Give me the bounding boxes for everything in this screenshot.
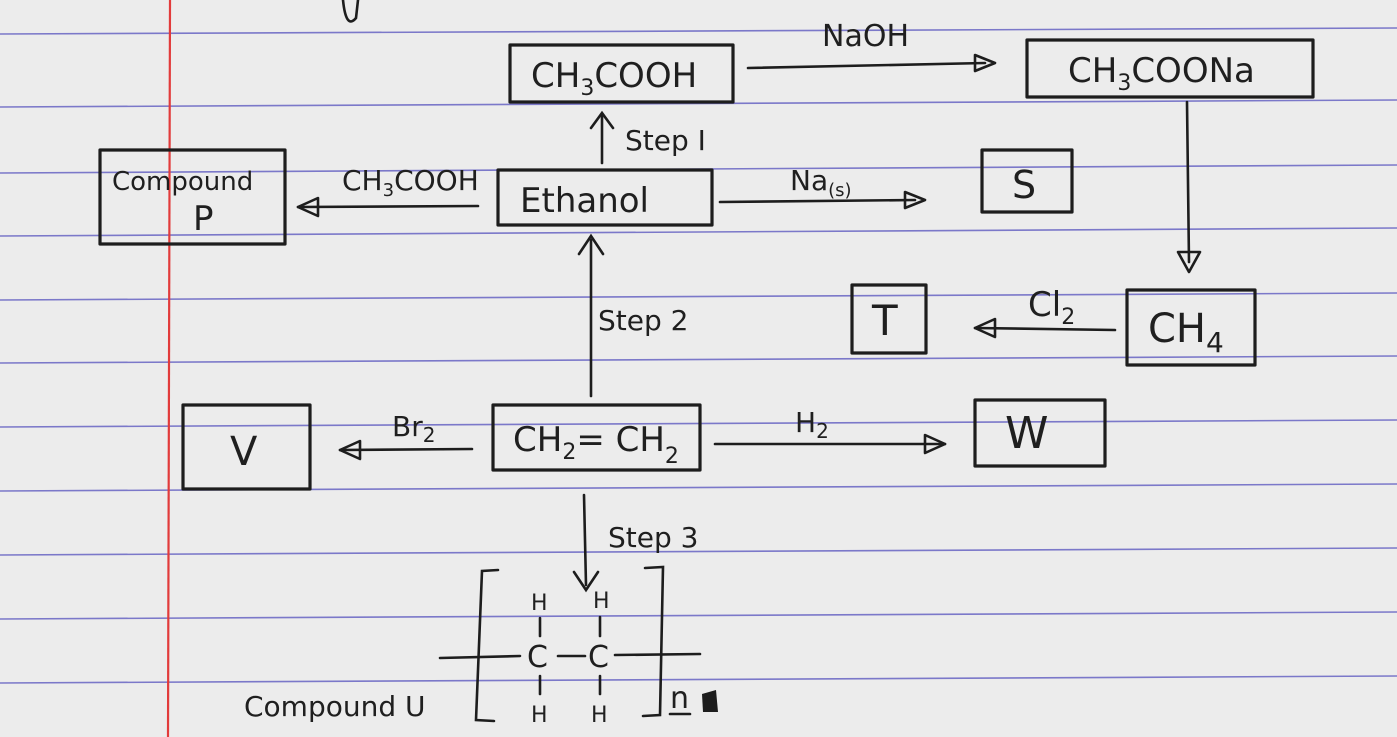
step1-label: Step I — [625, 124, 706, 157]
box-compound-p — [98, 148, 287, 246]
w-label: W — [1005, 408, 1049, 459]
arrow-ethanol-to-ch3cooh — [589, 110, 615, 165]
compound-p-line2: P — [193, 199, 214, 239]
box-ch4 — [1125, 288, 1257, 367]
cl2-label: Cl2 — [1028, 285, 1075, 330]
ink-blot — [702, 690, 718, 712]
arrow-ethene-to-v — [338, 439, 474, 461]
box-ch3cooh — [508, 43, 735, 104]
polymer-h-top-1: H — [531, 591, 548, 616]
polymer-structure — [438, 565, 718, 723]
polymer-n: n — [670, 681, 689, 716]
ch3cooh-reagent-label: CH3COOH — [342, 164, 479, 201]
compound-p-line1: Compound — [112, 167, 253, 197]
step3-label: Step 3 — [608, 521, 698, 554]
polymer-c1: C — [527, 640, 548, 675]
ch4-label: CH4 — [1148, 306, 1224, 359]
na-reagent-label: Na(s) — [790, 164, 852, 201]
box-ch3coona — [1025, 38, 1315, 99]
arrow-ch4-to-t — [973, 317, 1117, 339]
h2-label: H2 — [795, 406, 829, 443]
margin-line — [166, 0, 172, 737]
ethene-label: CH2= CH2 — [513, 420, 679, 469]
top-scribble — [341, 0, 360, 23]
ruled-lines — [0, 27, 1397, 684]
box-v — [181, 403, 312, 491]
box-s — [980, 148, 1074, 214]
naoh-label: NaOH — [822, 19, 909, 54]
v-label: V — [230, 429, 258, 475]
box-w — [973, 398, 1107, 468]
box-t — [850, 283, 928, 355]
arrow-ethanol-to-s — [718, 190, 927, 210]
arrow-ethene-to-w — [713, 433, 947, 455]
arrow-ethene-to-polymer — [572, 493, 600, 593]
s-label: S — [1012, 163, 1036, 207]
box-ethene — [491, 403, 702, 472]
box-ethanol — [496, 168, 714, 227]
polymer-h-bot-1: H — [531, 703, 548, 728]
polymer-h-bot-2: H — [591, 703, 608, 728]
arrow-ethene-to-ethanol — [577, 233, 605, 398]
step2-label: Step 2 — [598, 304, 688, 337]
t-label: T — [871, 296, 898, 345]
polymer-h-top-2: H — [593, 589, 610, 614]
ethanol-label: Ethanol — [520, 181, 649, 221]
polymer-c2: C — [588, 640, 609, 675]
br2-label: Br2 — [392, 410, 435, 447]
arrow-ethanol-to-p — [296, 196, 480, 218]
arrow-ch3cooh-to-ch3coona — [746, 53, 997, 73]
ch3coona-label: CH3COONa — [1068, 51, 1255, 96]
arrow-ch3coona-to-ch4 — [1176, 100, 1202, 274]
ch3cooh-label: CH3COOH — [531, 56, 697, 101]
compound-u-label: Compound U — [244, 690, 426, 723]
